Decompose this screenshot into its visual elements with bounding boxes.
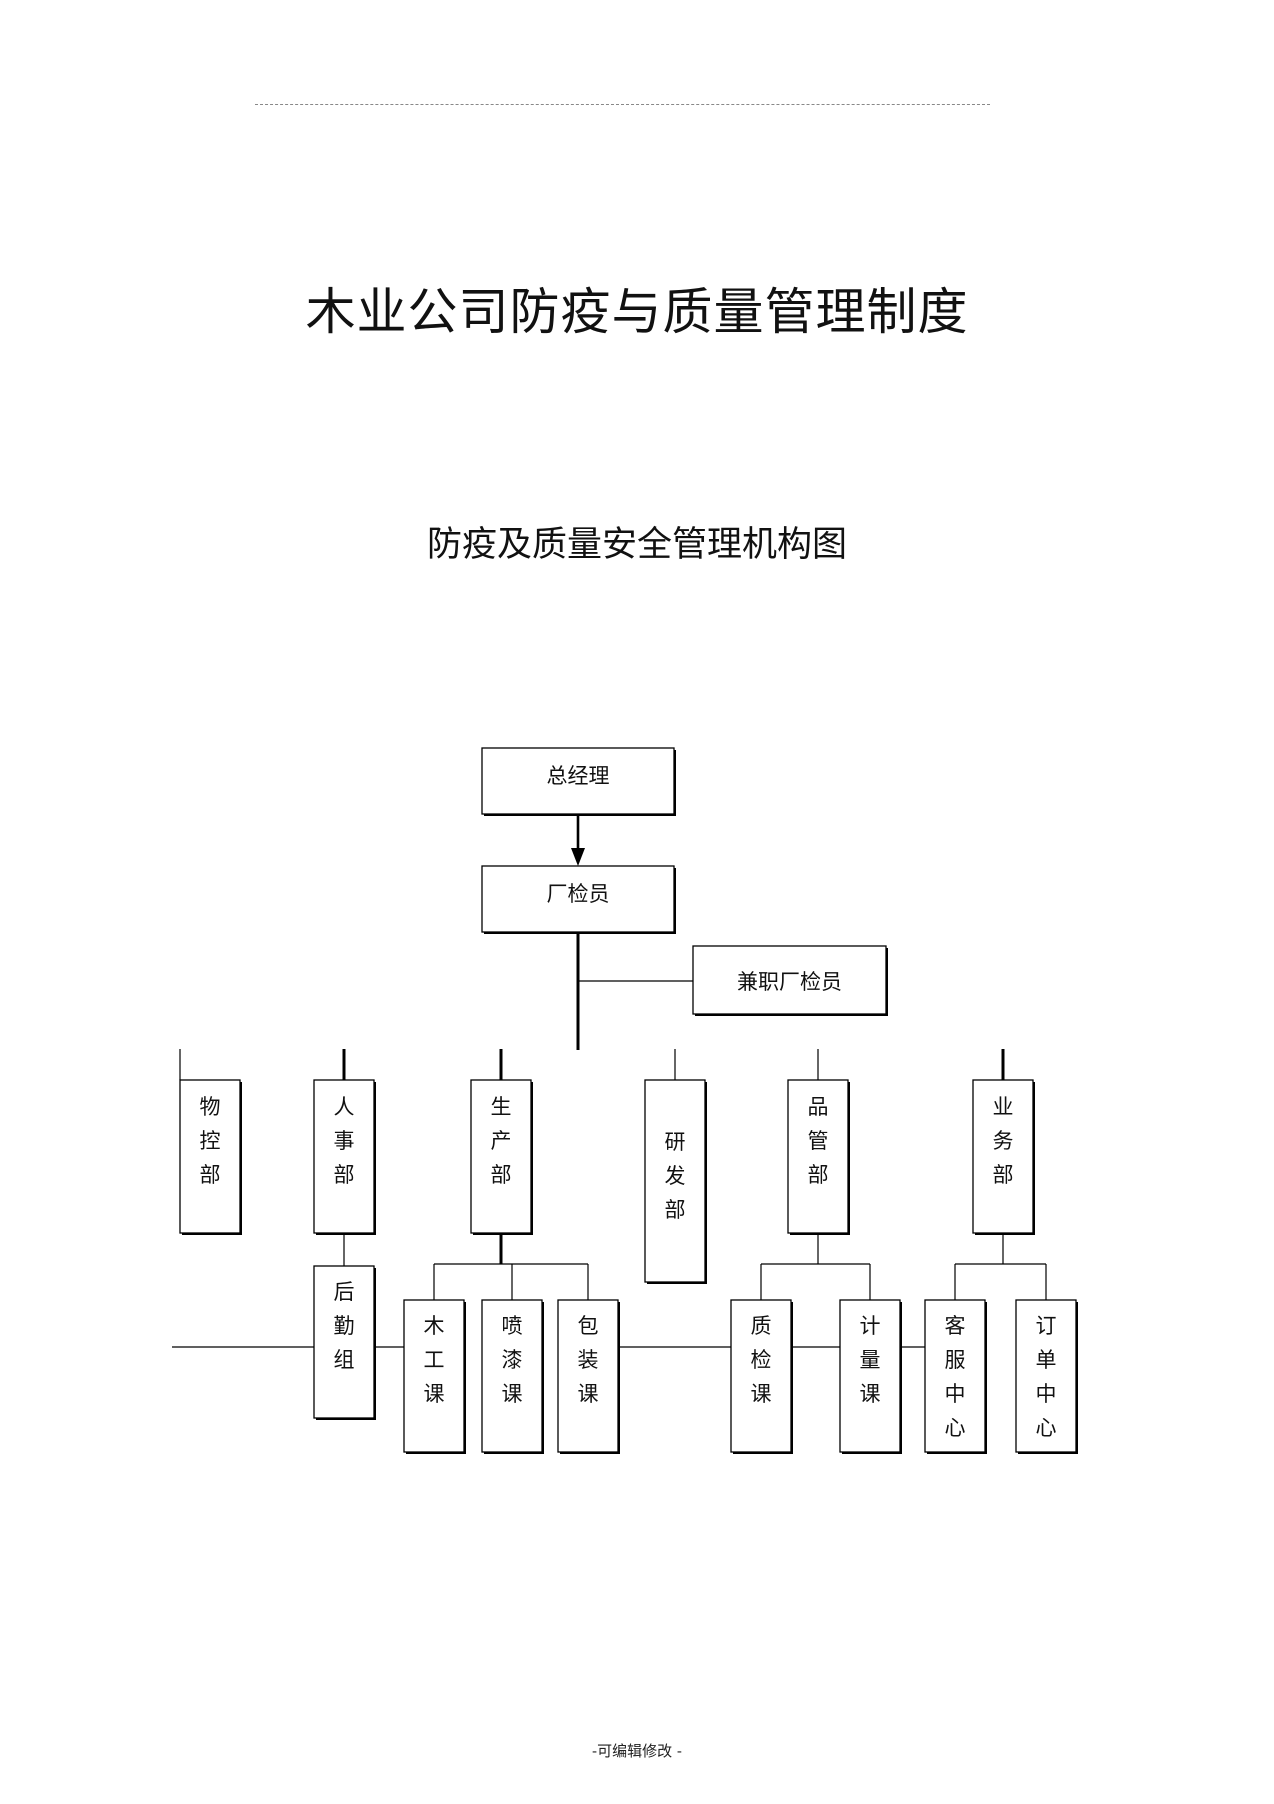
node-label: 质检课 <box>751 1314 772 1406</box>
node-box <box>692 945 887 1015</box>
node-label: 生产部 <box>491 1095 512 1187</box>
node-box <box>313 1079 375 1234</box>
node-label: 后勤组 <box>334 1280 355 1372</box>
node-label: 木工课 <box>424 1314 445 1406</box>
node-label: 物控部 <box>200 1095 221 1187</box>
arrow-head <box>571 848 585 866</box>
node-box <box>481 747 675 815</box>
node-box <box>644 1079 706 1283</box>
node-label: 品管部 <box>808 1095 829 1187</box>
node-kefu: 客服中心 <box>924 1299 987 1454</box>
node-box <box>1015 1299 1077 1453</box>
node-label: 人事部 <box>334 1095 355 1187</box>
node-box <box>481 1299 543 1453</box>
node-box <box>470 1079 532 1234</box>
node-label: 兼职厂检员 <box>737 970 842 994</box>
node-label: 总经理 <box>547 764 610 788</box>
header-rule <box>255 104 990 105</box>
node-yanfa: 研发部 <box>644 1079 707 1284</box>
node-shengchan: 生产部 <box>470 1079 533 1235</box>
node-box <box>787 1079 849 1234</box>
chart-title: 防疫及质量安全管理机构图 <box>426 525 847 565</box>
node-box <box>972 1079 1034 1234</box>
node-box <box>481 865 675 933</box>
node-label: 厂检员 <box>547 882 610 906</box>
node-inspector: 厂检员 <box>481 865 676 934</box>
node-dingdan: 订单中心 <box>1015 1299 1078 1454</box>
node-wukong: 物控部 <box>179 1079 242 1235</box>
node-label: 业务部 <box>993 1095 1014 1187</box>
node-part_time: 兼职厂检员 <box>692 945 888 1016</box>
node-box <box>557 1299 619 1453</box>
node-label: 客服中心 <box>945 1314 966 1440</box>
node-box <box>924 1299 986 1453</box>
node-box <box>730 1299 792 1453</box>
node-box <box>313 1265 375 1419</box>
node-renshi: 人事部 <box>313 1079 376 1235</box>
node-label: 计量课 <box>860 1314 881 1406</box>
node-box <box>403 1299 465 1453</box>
node-zhijian: 质检课 <box>730 1299 793 1454</box>
node-penqi: 喷漆课 <box>481 1299 544 1454</box>
node-yewu: 业务部 <box>972 1079 1035 1235</box>
node-houqin: 后勤组 <box>313 1265 376 1420</box>
node-label: 喷漆课 <box>502 1314 523 1406</box>
node-jiliang: 计量课 <box>839 1299 902 1454</box>
node-label: 包装课 <box>578 1314 599 1406</box>
node-box <box>179 1079 241 1234</box>
node-gm: 总经理 <box>481 747 676 816</box>
node-label: 订单中心 <box>1036 1314 1057 1440</box>
document-title: 木业公司防疫与质量管理制度 <box>305 283 969 341</box>
node-box <box>839 1299 901 1453</box>
page-footer: -可编辑修改 - <box>592 1742 682 1760</box>
node-pinguan: 品管部 <box>787 1079 850 1235</box>
node-baozhuang: 包装课 <box>557 1299 620 1454</box>
node-label: 研发部 <box>665 1130 686 1222</box>
node-mugong: 木工课 <box>403 1299 466 1454</box>
